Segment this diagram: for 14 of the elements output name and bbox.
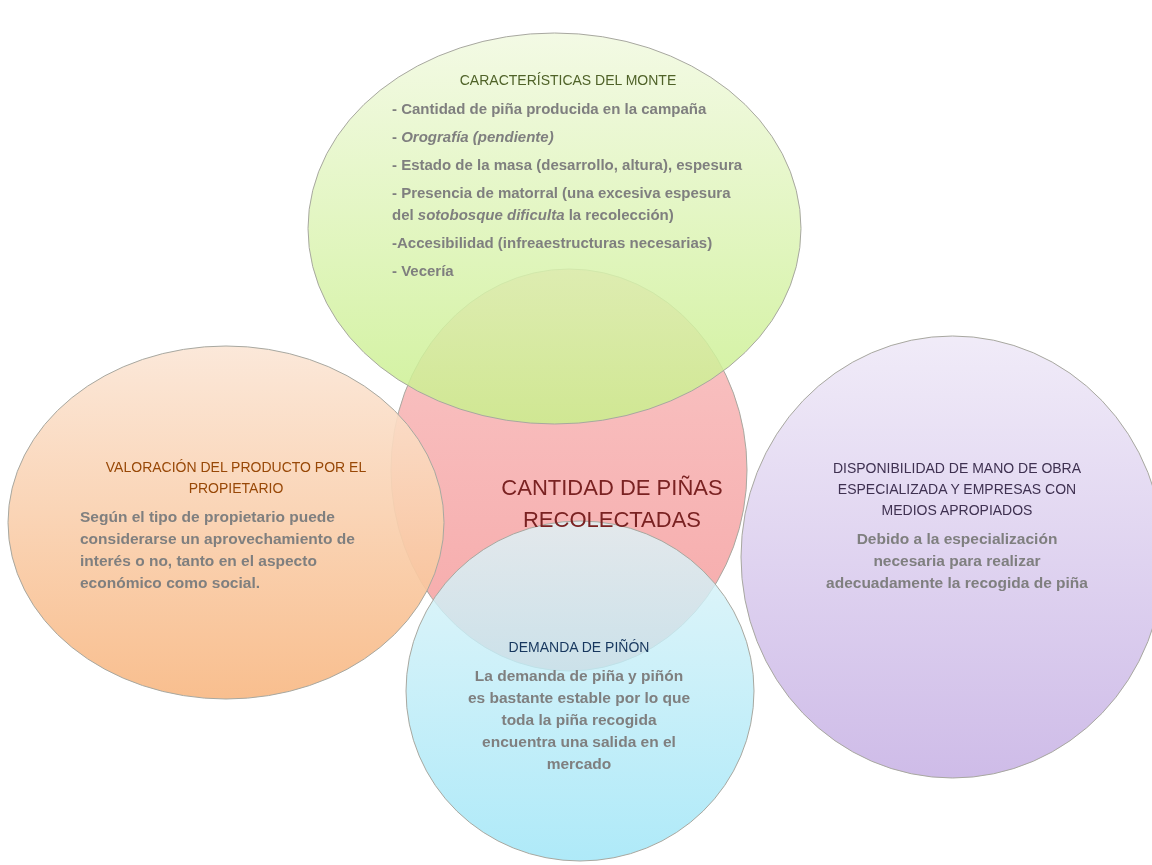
bullet-text: Debido a la especialización necesaria para realizar adecuadamente la recogida de piña — [825, 529, 1089, 593]
bullet-text: - Orografía (pendiente) — [392, 127, 555, 147]
bullet-text: Según el tipo de propietario puede considerarse un aprovechamiento de interés o no, tanto en el aspecto económico como social. — [80, 507, 356, 593]
bullet-text: La demanda de piña y piñón es bastante estable por lo que toda la piña recogida encuentra una salida en el mercado — [466, 666, 692, 774]
heading: DISPONIBILIDAD DE MANO DE OBRA ESPECIALIZADA Y EMPRESAS CON MEDIOS APROPIADOS — [831, 459, 1083, 520]
bullet-text: - Vecería — [392, 261, 455, 281]
bullet-text: -Accesibilidad (infreaestructuras necesarias) — [392, 233, 714, 253]
heading: DEMANDA DE PIÑÓN — [507, 638, 651, 657]
bullet-text: - Cantidad de piña producida en la campaña — [392, 99, 708, 119]
heading: CARACTERÍSTICAS DEL MONTE — [458, 71, 678, 90]
bullet-text: - Estado de la masa (desarrollo, altura), espesura — [392, 155, 744, 175]
bullet-text: - Presencia de matorral (una excesiva espesura del sotobosque dificulta la recolección) — [392, 183, 732, 225]
heading: VALORACIÓN DEL PRODUCTO POR EL PROPIETARIO — [104, 458, 368, 498]
heading: CANTIDAD DE PIÑAS RECOLECTADAS — [500, 474, 724, 534]
